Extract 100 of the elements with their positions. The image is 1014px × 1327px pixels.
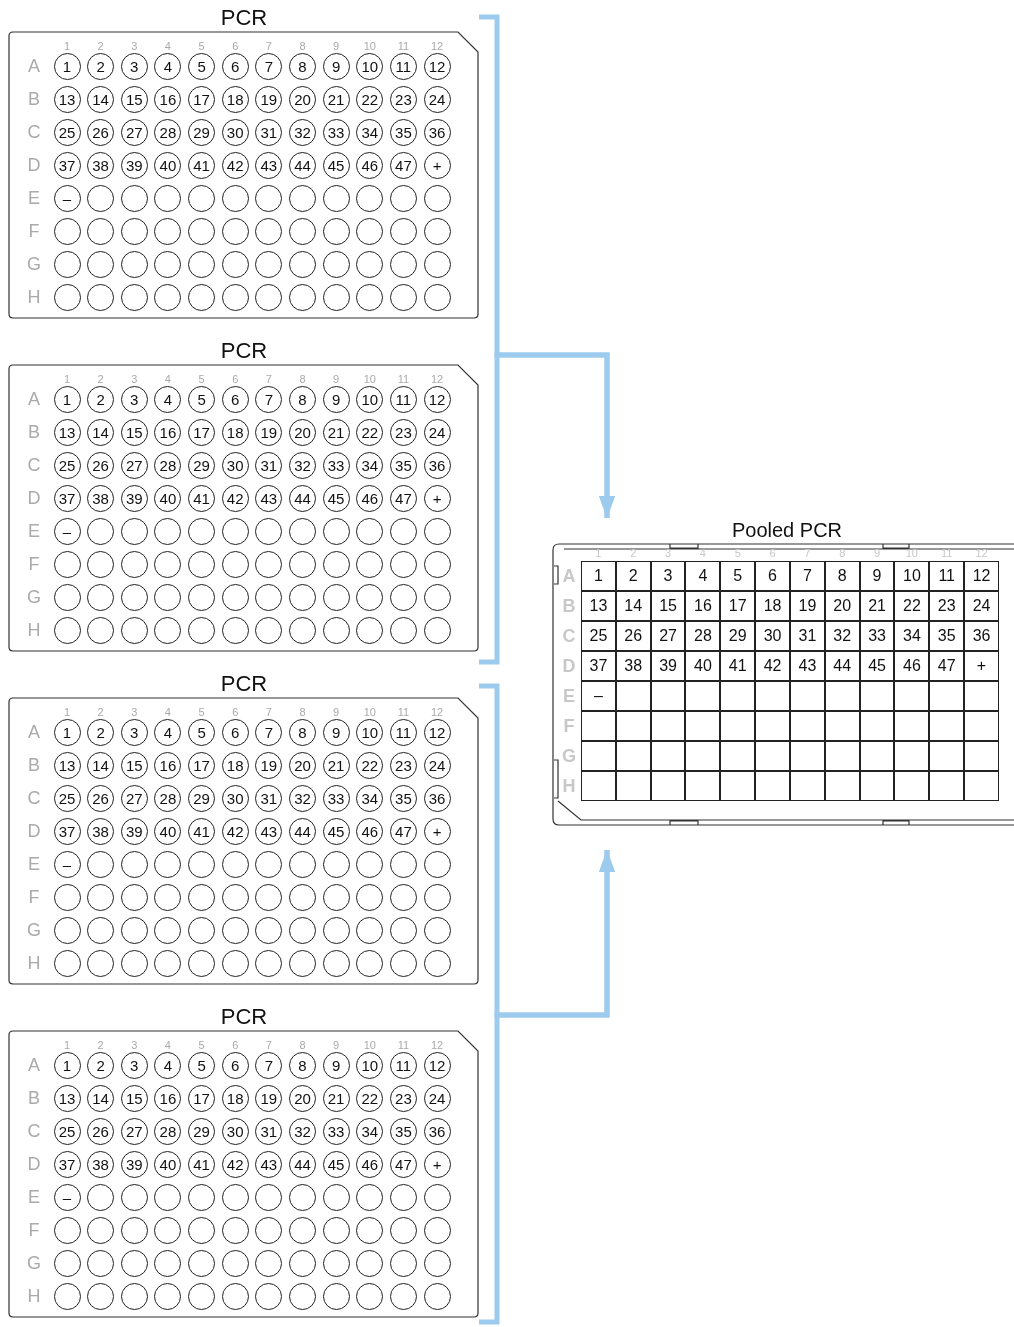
well: 16 bbox=[154, 751, 182, 779]
well: 8 bbox=[288, 385, 316, 413]
column-number: 5 bbox=[198, 373, 205, 385]
well bbox=[87, 850, 115, 878]
well bbox=[154, 1183, 182, 1211]
well: 5 bbox=[188, 385, 216, 413]
row-letter: G bbox=[27, 255, 41, 273]
row-letter: D bbox=[27, 822, 41, 840]
well bbox=[188, 850, 216, 878]
column-number: 3 bbox=[131, 706, 138, 718]
well: 38 bbox=[87, 1150, 115, 1178]
well bbox=[154, 949, 182, 977]
well bbox=[389, 1183, 417, 1211]
well bbox=[423, 850, 451, 878]
well: 33 bbox=[322, 118, 350, 146]
column-number: 5 bbox=[198, 40, 205, 52]
well: 34 bbox=[356, 451, 384, 479]
well bbox=[87, 583, 115, 611]
well bbox=[255, 583, 283, 611]
well: 33 bbox=[322, 1117, 350, 1145]
well bbox=[120, 850, 148, 878]
well-cell bbox=[894, 741, 930, 771]
well: 13 bbox=[53, 418, 81, 446]
well: 42 bbox=[221, 1150, 249, 1178]
well-cell bbox=[964, 771, 999, 801]
well: 32 bbox=[288, 1117, 316, 1145]
well: 39 bbox=[120, 151, 148, 179]
well: 8 bbox=[288, 718, 316, 746]
well: 7 bbox=[255, 385, 283, 413]
well: 38 bbox=[87, 484, 115, 512]
row-letter: G bbox=[27, 921, 41, 939]
well-cell bbox=[964, 681, 999, 711]
well-cell bbox=[650, 741, 686, 771]
column-number: 9 bbox=[333, 40, 340, 52]
well-cell bbox=[720, 711, 756, 741]
well-cell bbox=[615, 741, 651, 771]
well: 26 bbox=[87, 118, 115, 146]
column-number: 4 bbox=[164, 40, 171, 52]
well: 3 bbox=[120, 52, 148, 80]
row-letter: H bbox=[27, 954, 41, 972]
well bbox=[423, 616, 451, 644]
well bbox=[356, 1282, 384, 1310]
well bbox=[356, 184, 384, 212]
well bbox=[356, 583, 384, 611]
well bbox=[154, 1282, 182, 1310]
well: 32 bbox=[288, 451, 316, 479]
well: 39 bbox=[120, 484, 148, 512]
well bbox=[322, 283, 350, 311]
well: 14 bbox=[87, 418, 115, 446]
well: 27 bbox=[120, 1117, 148, 1145]
well-cell bbox=[929, 711, 965, 741]
row-letter: E bbox=[28, 189, 40, 207]
well-cell bbox=[685, 771, 721, 801]
well-cell: 35 bbox=[929, 621, 965, 651]
well: 21 bbox=[322, 751, 350, 779]
well bbox=[356, 283, 384, 311]
well-cell bbox=[581, 711, 616, 741]
well-cell: 6 bbox=[755, 561, 790, 591]
well bbox=[154, 517, 182, 545]
well-cell: 28 bbox=[685, 621, 721, 651]
well bbox=[87, 949, 115, 977]
well bbox=[288, 517, 316, 545]
well: 18 bbox=[221, 751, 249, 779]
well: + bbox=[423, 484, 451, 512]
well: 3 bbox=[120, 385, 148, 413]
well: 9 bbox=[322, 1051, 350, 1079]
well bbox=[221, 550, 249, 578]
column-number: 8 bbox=[299, 40, 306, 52]
well: 17 bbox=[188, 85, 216, 113]
well bbox=[389, 583, 417, 611]
well bbox=[221, 1249, 249, 1277]
well bbox=[221, 583, 249, 611]
well: 21 bbox=[322, 418, 350, 446]
well: 4 bbox=[154, 1051, 182, 1079]
well bbox=[120, 949, 148, 977]
row-letter: D bbox=[27, 156, 41, 174]
well: 38 bbox=[87, 151, 115, 179]
well: 24 bbox=[423, 418, 451, 446]
well: 35 bbox=[389, 784, 417, 812]
well: 11 bbox=[389, 1051, 417, 1079]
well bbox=[53, 250, 81, 278]
well bbox=[188, 949, 216, 977]
well: 16 bbox=[154, 1084, 182, 1112]
well bbox=[389, 1249, 417, 1277]
well: 13 bbox=[53, 1084, 81, 1112]
well-cell bbox=[685, 711, 721, 741]
column-number: 8 bbox=[299, 706, 306, 718]
well bbox=[154, 184, 182, 212]
well: 26 bbox=[87, 784, 115, 812]
well: 15 bbox=[120, 85, 148, 113]
column-number: 10 bbox=[363, 706, 376, 718]
well: 36 bbox=[423, 784, 451, 812]
well-cell bbox=[964, 741, 999, 771]
well bbox=[221, 283, 249, 311]
well: 44 bbox=[288, 484, 316, 512]
well bbox=[87, 616, 115, 644]
well: 8 bbox=[288, 52, 316, 80]
well-cell: 39 bbox=[650, 651, 686, 681]
well bbox=[53, 583, 81, 611]
well bbox=[120, 517, 148, 545]
